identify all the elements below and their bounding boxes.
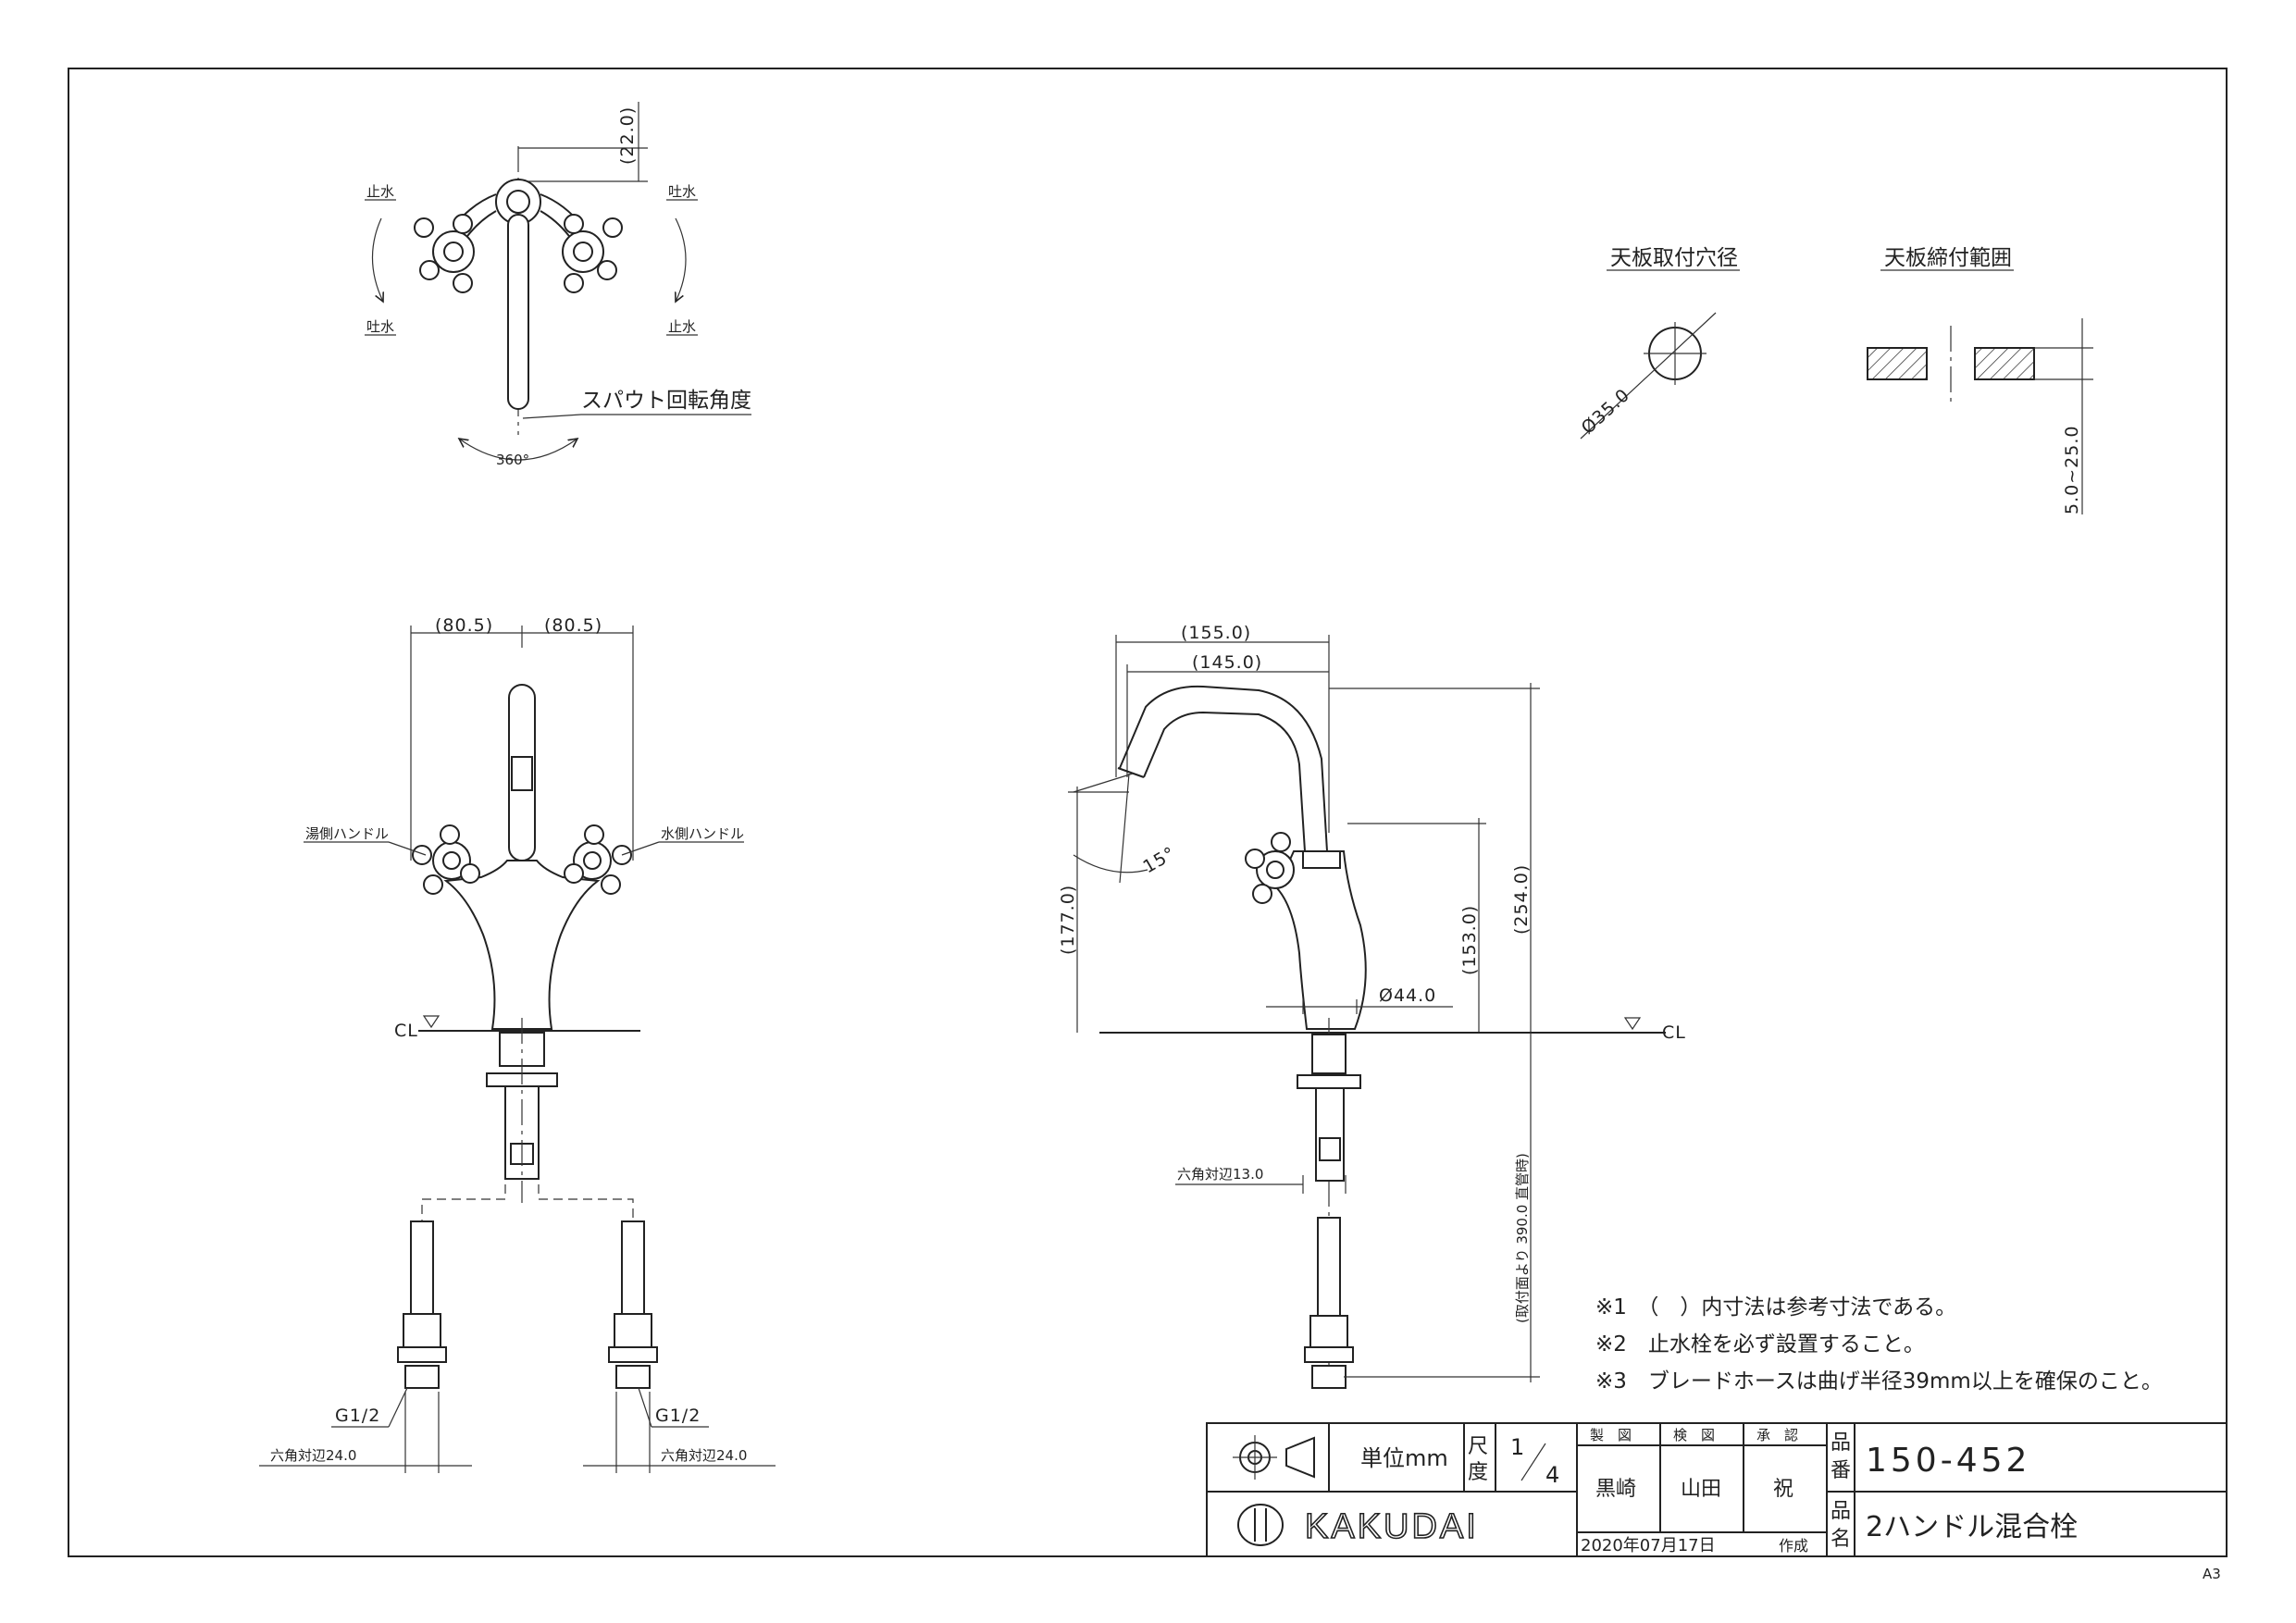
side-angle: 15° xyxy=(1140,843,1180,877)
range-title: 天板締付範囲 xyxy=(1884,246,2012,270)
notes: ※1 （ ）内寸法は参考寸法である。 ※2 止水栓を必ず設置すること。 ※3 ブ… xyxy=(1595,1295,2163,1394)
label-stop-right: 止水 xyxy=(668,318,696,335)
scale-denominator: 4 xyxy=(1545,1462,1559,1488)
front-cold-handle xyxy=(564,824,632,895)
hot-handle-label: 湯側ハンドル xyxy=(305,825,389,842)
sheet-size: A3 xyxy=(2203,1566,2221,1582)
brand-logo-icon xyxy=(1237,1504,1284,1546)
unit-label: 単位mm xyxy=(1360,1445,1448,1471)
side-body-diameter: Ø44.0 xyxy=(1379,985,1436,1006)
hole-diameter: Ø35.0 xyxy=(1578,385,1634,439)
rotation-angle: 360° xyxy=(496,452,529,468)
projection-symbol-icon xyxy=(1233,1435,1315,1480)
side-dim-145: (145.0) xyxy=(1192,652,1262,673)
hole-title: 天板取付穴径 xyxy=(1610,246,1738,270)
date: 2020年07月17日 xyxy=(1581,1536,1716,1555)
part-no-label-2: 番 xyxy=(1831,1459,1851,1482)
front-dim-left: (80.5) xyxy=(435,615,493,636)
part-no-label-1: 品 xyxy=(1831,1431,1851,1455)
mounting-range: 天板締付範囲 5.0~25.0 xyxy=(1867,246,2093,514)
cold-handle-label: 水側ハンドル xyxy=(661,825,744,842)
approved-label: 承 認 xyxy=(1756,1427,1798,1443)
sheet-border xyxy=(68,68,2228,1557)
label-stop-left: 止水 xyxy=(366,183,394,200)
label-discharge-right: 吐水 xyxy=(668,183,696,200)
side-hose-length: (取付面より 390.0 直管時) xyxy=(1514,1153,1531,1323)
front-hot-handle xyxy=(412,824,480,895)
note-3: ※3 ブレードホースは曲げ半径39mm以上を確保のこと。 xyxy=(1595,1369,2163,1394)
created-label: 作成 xyxy=(1779,1537,1808,1555)
approved-by: 祝 xyxy=(1773,1478,1793,1501)
side-hex-nut: 六角対辺13.0 xyxy=(1177,1166,1263,1183)
top-dim-22: (22.0) xyxy=(617,106,638,165)
thread-right: G1/2 xyxy=(655,1406,701,1426)
hex-left: 六角対辺24.0 xyxy=(270,1447,356,1464)
side-dim-155: (155.0) xyxy=(1181,623,1251,643)
mounting-hole: 天板取付穴径 Ø35.0 xyxy=(1578,246,1740,440)
side-handle xyxy=(1245,832,1295,904)
note-1: ※1 （ ）内寸法は参考寸法である。 xyxy=(1595,1295,1956,1319)
checked-by: 山田 xyxy=(1681,1478,1721,1501)
note-2: ※2 止水栓を必ず設置すること。 xyxy=(1595,1332,1925,1357)
drawn-by: 黒崎 xyxy=(1595,1478,1636,1501)
top-left-handle xyxy=(414,214,475,293)
side-dim-153: (153.0) xyxy=(1459,905,1480,975)
front-view: (80.5) (80.5) 湯側ハンドル 水側ハンドル xyxy=(259,615,776,1473)
scale-label-2: 度 xyxy=(1468,1461,1488,1484)
range-value: 5.0~25.0 xyxy=(2062,426,2082,514)
drawn-label: 製 図 xyxy=(1590,1427,1632,1443)
part-name-label-2: 名 xyxy=(1831,1528,1851,1551)
brand-name: KAKUDAI xyxy=(1305,1507,1479,1546)
checked-label: 検 図 xyxy=(1673,1427,1715,1443)
label-discharge-left: 吐水 xyxy=(366,318,394,335)
front-dim-right: (80.5) xyxy=(544,615,602,636)
scale-numerator: 1 xyxy=(1510,1434,1524,1460)
side-dim-254: (254.0) xyxy=(1511,864,1532,935)
front-cl: CL xyxy=(394,1021,418,1041)
thread-left: G1/2 xyxy=(335,1406,380,1426)
side-dim-177: (177.0) xyxy=(1058,885,1078,955)
scale-label-1: 尺 xyxy=(1468,1435,1488,1458)
part-name-label-1: 品 xyxy=(1831,1500,1851,1523)
top-view: (22.0) 止水 xyxy=(365,102,751,468)
spout-rotation-label: スパウト回転角度 xyxy=(581,389,751,413)
part-no: 150-452 xyxy=(1866,1442,2030,1480)
side-view: (155.0) (145.0) 15° (177.0) (153.0) (254 xyxy=(1058,623,1686,1389)
title-block: 単位mm 尺 度 1 4 製 図 検 図 承 認 黒崎 山田 祝 2020年07… xyxy=(1206,1422,2228,1557)
top-right-handle xyxy=(562,214,623,293)
hex-right: 六角対辺24.0 xyxy=(661,1447,747,1464)
part-name: 2ハンドル混合栓 xyxy=(1866,1511,2078,1543)
side-cl: CL xyxy=(1662,1022,1686,1043)
